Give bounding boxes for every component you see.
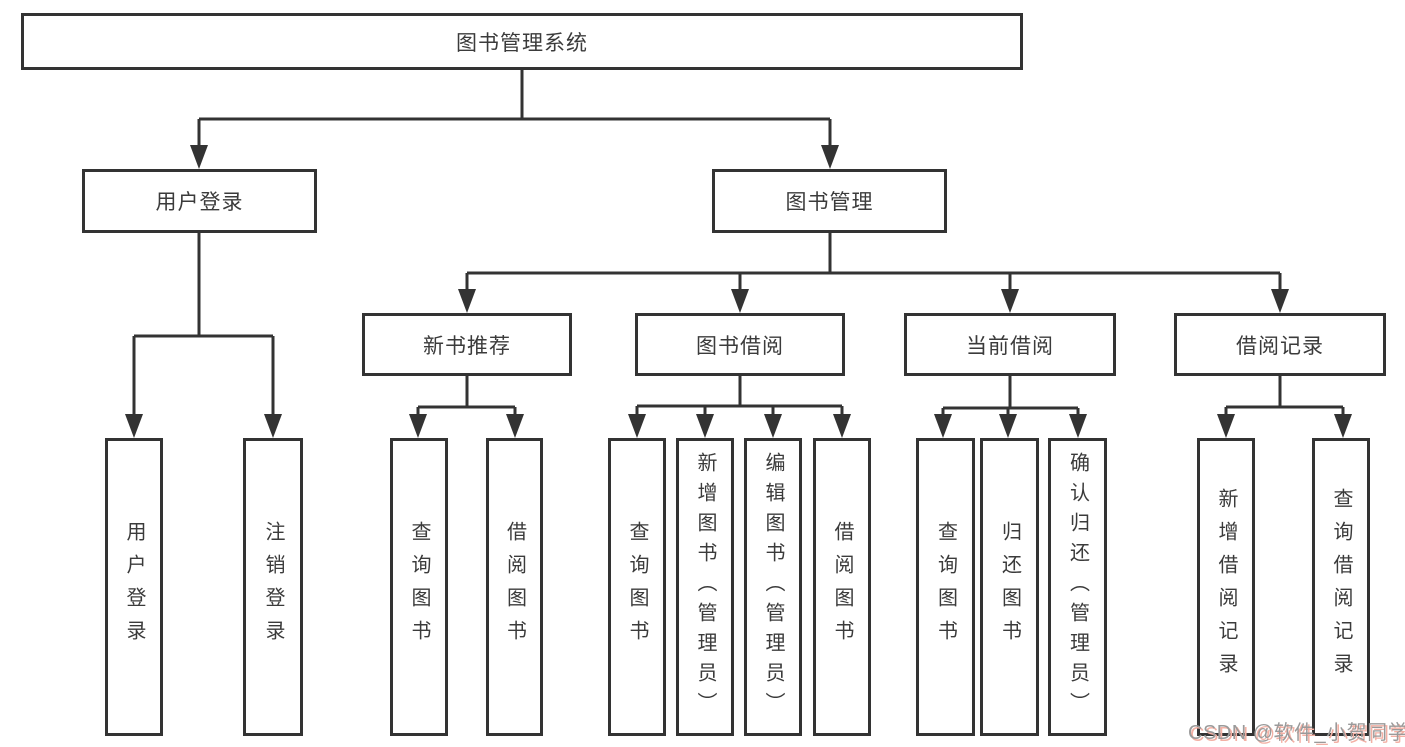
- leaf-borrow-edit-books-admin-label: 编辑图书（管理员）: [762, 452, 784, 722]
- leaf-borrow-query-books: 查询图书: [608, 438, 666, 736]
- leaf-user-login: 用户登录: [105, 438, 163, 736]
- node-borrow-record: 借阅记录: [1174, 313, 1386, 376]
- leaf-user-login-label: 用户登录: [123, 521, 145, 653]
- leaf-newbook-query-books-label: 查询图书: [408, 521, 430, 653]
- leaf-newbook-borrow-books: 借阅图书: [486, 438, 543, 736]
- leaf-current-query-books: 查询图书: [916, 438, 975, 736]
- leaf-newbook-query-books: 查询图书: [390, 438, 448, 736]
- node-book-management: 图书管理: [712, 169, 947, 233]
- csdn-watermark: CSDN @软件_小贺同学: [1188, 722, 1405, 744]
- leaf-record-add: 新增借阅记录: [1197, 438, 1255, 736]
- leaf-record-query-label: 查询借阅记录: [1330, 488, 1352, 686]
- leaf-newbook-borrow-books-label: 借阅图书: [503, 521, 526, 653]
- node-new-book-recommend: 新书推荐: [362, 313, 572, 376]
- leaf-borrow-add-books-admin-label: 新增图书（管理员）: [694, 452, 716, 722]
- leaf-current-return-books: 归还图书: [980, 438, 1039, 736]
- leaf-record-query: 查询借阅记录: [1312, 438, 1370, 736]
- leaf-current-confirm-return-admin-label: 确认归还（管理员）: [1066, 452, 1089, 722]
- leaf-borrow-borrow-books: 借阅图书: [813, 438, 871, 736]
- leaf-current-confirm-return-admin: 确认归还（管理员）: [1048, 438, 1107, 736]
- node-current-borrow: 当前借阅: [904, 313, 1116, 376]
- node-user-login: 用户登录: [82, 169, 317, 233]
- leaf-record-add-label: 新增借阅记录: [1215, 488, 1237, 686]
- leaf-current-query-books-label: 查询图书: [934, 521, 957, 653]
- node-book-borrow: 图书借阅: [635, 313, 845, 376]
- leaf-borrow-add-books-admin: 新增图书（管理员）: [676, 438, 734, 736]
- node-root: 图书管理系统: [21, 13, 1023, 70]
- leaf-borrow-edit-books-admin: 编辑图书（管理员）: [744, 438, 802, 736]
- leaf-current-return-books-label: 归还图书: [998, 521, 1021, 653]
- leaf-logout-label: 注销登录: [262, 521, 284, 653]
- leaf-borrow-query-books-label: 查询图书: [626, 521, 648, 653]
- leaf-logout: 注销登录: [243, 438, 303, 736]
- leaf-borrow-borrow-books-label: 借阅图书: [831, 521, 853, 653]
